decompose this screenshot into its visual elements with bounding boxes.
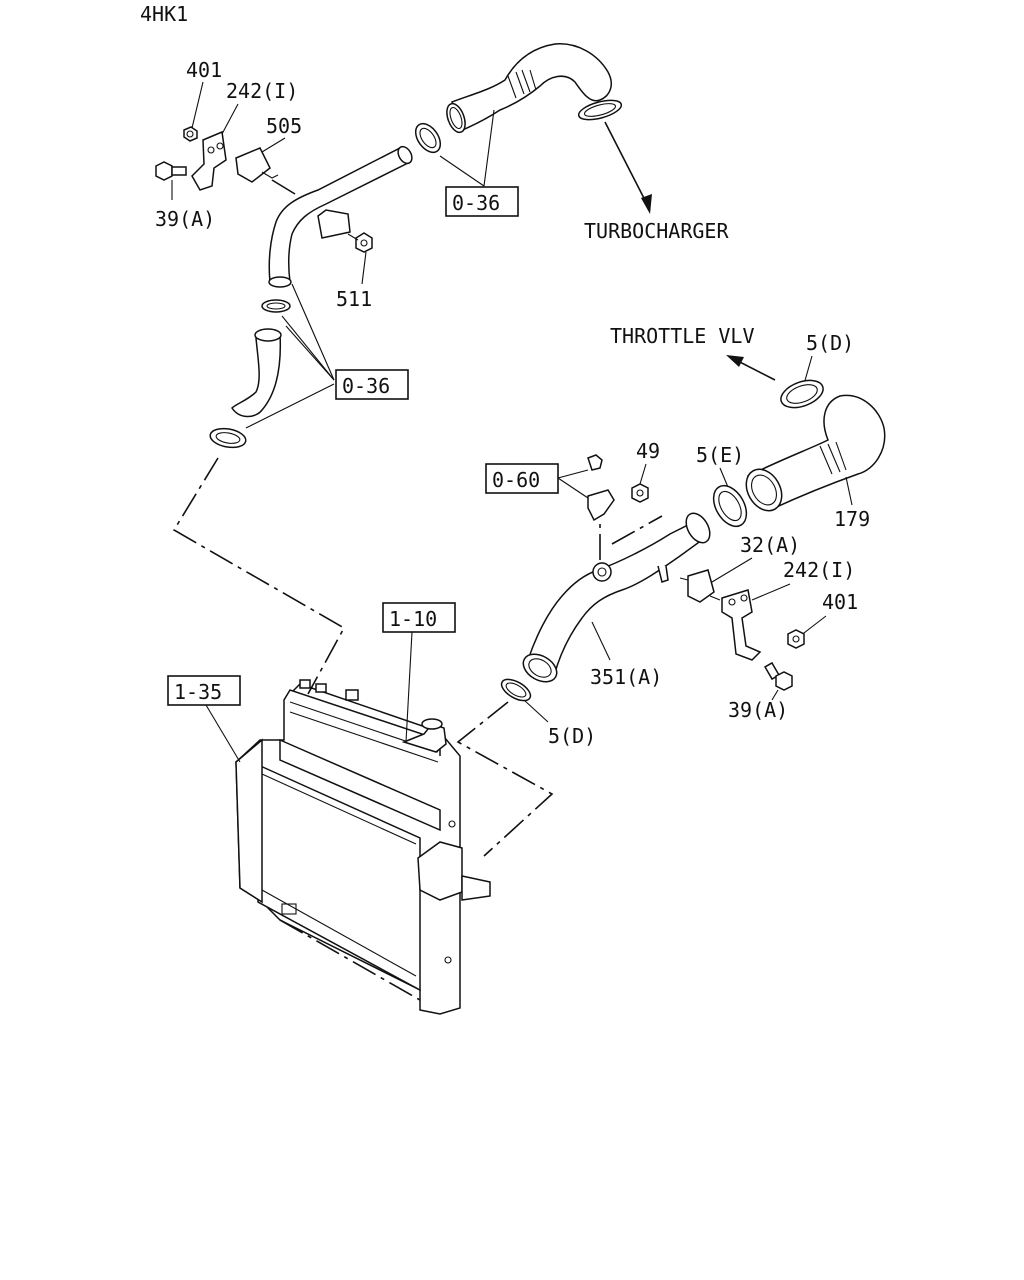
throttle-valve-arrow	[726, 355, 776, 381]
hose-clamp-turbo	[577, 99, 623, 121]
hose-179	[745, 394, 886, 512]
callout-5e: 5(E)	[696, 443, 744, 467]
turbocharger-label: TURBOCHARGER	[584, 219, 729, 243]
bolt-39a-top	[155, 161, 187, 181]
nut-401-bottom	[787, 629, 805, 649]
ref-036-top-label: 0-36	[452, 191, 500, 215]
hose-clamp-upper-left	[414, 122, 442, 154]
callout-351a: 351(A)	[590, 665, 662, 689]
callout-242i-top: 242(I)	[226, 79, 298, 103]
callout-39a-bottom: 39(A)	[728, 698, 788, 722]
callout-49: 49	[636, 439, 660, 463]
callout-511: 511	[336, 287, 372, 311]
turbo-outlet-hose	[446, 43, 612, 134]
flow-connection-lines	[172, 457, 554, 1001]
upper-air-pipe	[268, 145, 413, 288]
callout-5d-bottom: 5(D)	[548, 724, 596, 748]
bracket-242-bottom	[721, 589, 762, 661]
ref-box-110	[382, 602, 456, 633]
callout-39a-top: 39(A)	[155, 207, 215, 231]
upper-rubber-hose	[209, 299, 291, 449]
bolt-39a-bottom	[764, 661, 793, 691]
bracket-242-top	[191, 130, 227, 191]
callout-32a: 32(A)	[740, 533, 800, 557]
air-pipe-351a	[522, 512, 711, 683]
ref-135-label: 1-35	[174, 680, 222, 704]
sensor-bracket-060	[587, 454, 615, 522]
engine-model-label: 4HK1	[140, 2, 188, 26]
intercooler-radiator-assembly	[235, 679, 491, 1015]
nut-511	[347, 232, 373, 253]
nut-49	[631, 483, 649, 503]
ref-box-036-mid	[335, 369, 409, 400]
hose-clamp-5d-top	[780, 379, 824, 409]
callout-5d-top: 5(D)	[806, 331, 854, 355]
ref-110-label: 1-10	[389, 607, 437, 631]
callout-242i-bottom: 242(I)	[783, 558, 855, 582]
hose-clamp-5d-bottom	[500, 678, 532, 702]
ref-box-135	[167, 675, 241, 706]
boost-sensor-32a	[679, 569, 721, 603]
hose-clamp-5e	[712, 484, 748, 528]
callout-179: 179	[834, 507, 870, 531]
callout-401-top: 401	[186, 58, 222, 82]
throttle-valve-label: THROTTLE VLV	[610, 324, 755, 348]
turbocharger-arrow	[604, 121, 652, 214]
callout-505: 505	[266, 114, 302, 138]
ref-036-mid-label: 0-36	[342, 374, 390, 398]
ref-box-036-top	[445, 186, 519, 217]
callout-401-bottom: 401	[822, 590, 858, 614]
ref-060-label: 0-60	[492, 468, 540, 492]
boost-sensor-505	[235, 147, 296, 195]
leaders-upper	[171, 81, 495, 429]
nut-401-top	[183, 126, 198, 142]
